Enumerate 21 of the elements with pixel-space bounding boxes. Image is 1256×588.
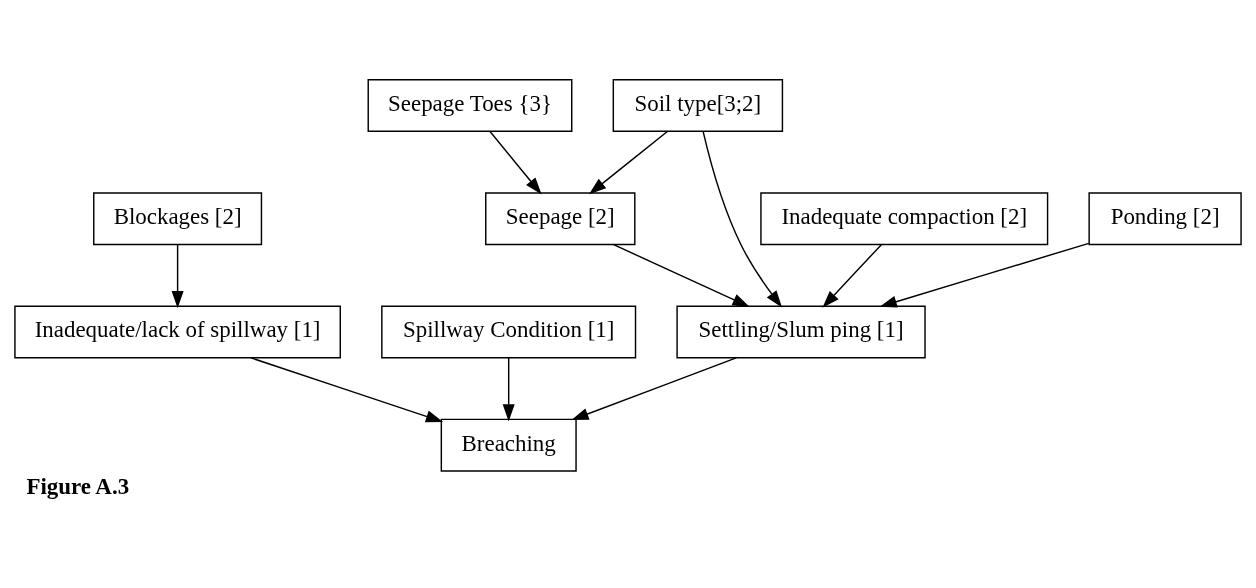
arrow — [589, 130, 669, 195]
arrow — [613, 243, 750, 308]
node-box: Settling/Slum ping [1] — [676, 305, 926, 359]
arrow — [702, 130, 782, 308]
arrow — [822, 243, 883, 308]
node-box: Seepage Toes {3} — [367, 79, 573, 133]
node-box: Inadequate/lack of spillway [1] — [14, 305, 341, 359]
node-box: Blockages [2] — [93, 192, 263, 246]
arrow — [171, 243, 184, 309]
node-box: Seepage [2] — [485, 192, 636, 246]
node-box: Inadequate compaction [2] — [760, 192, 1049, 246]
caption: Figure A.3 — [26, 473, 130, 499]
arrow — [250, 357, 444, 423]
arrow — [489, 130, 542, 195]
arrow — [571, 357, 737, 421]
node-box: Spillway Condition [1] — [381, 305, 637, 359]
node-box: Soil type[3;2] — [612, 79, 784, 133]
node-box: Ponding [2] — [1088, 192, 1242, 246]
arrow — [879, 242, 1090, 308]
arrow — [502, 357, 515, 422]
node-box: Breaching — [440, 418, 577, 472]
